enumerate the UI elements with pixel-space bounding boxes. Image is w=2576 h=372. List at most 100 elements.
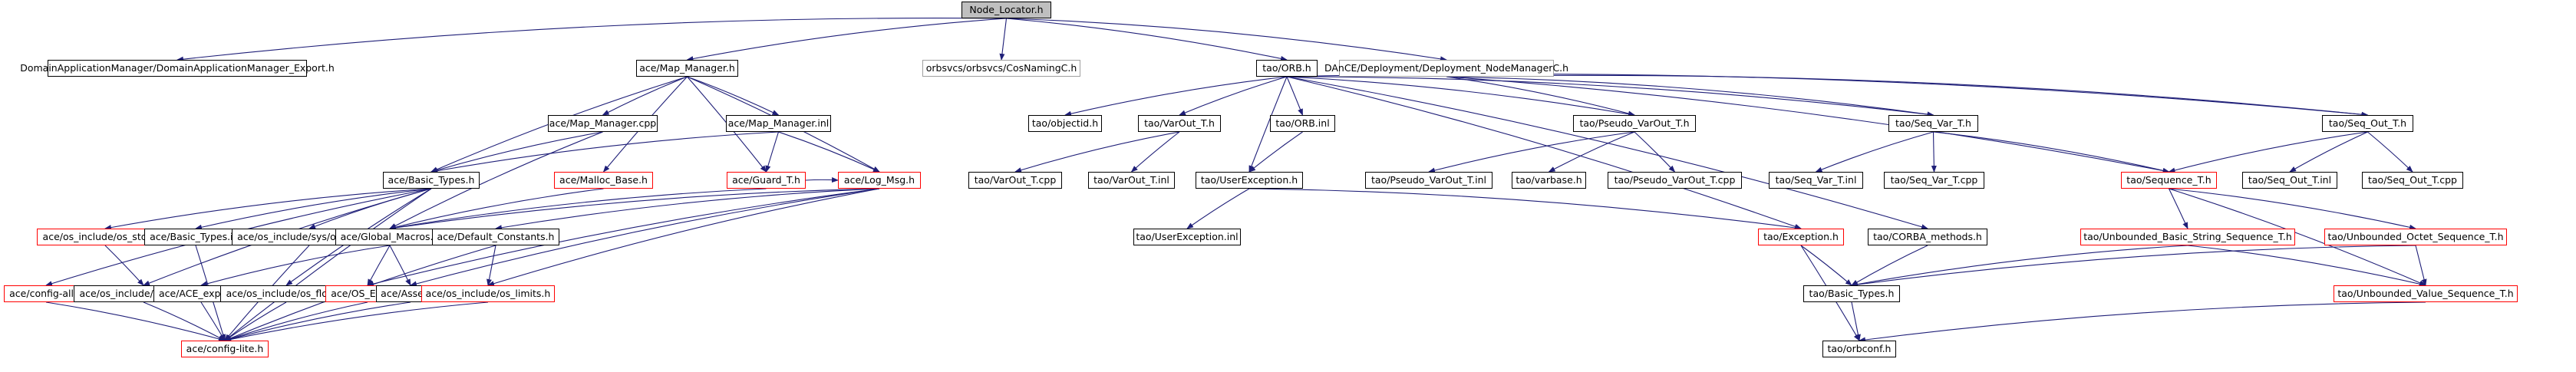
graph-node-label: ace/os_include/os_float.h [226,287,347,299]
graph-edge [2367,131,2413,173]
graph-node[interactable]: ace/Global_Macros.h [335,229,444,245]
graph-node-label: tao/Seq_Var_T.cpp [1890,173,1978,186]
graph-node[interactable]: tao/Pseudo_VarOut_T.cpp [1608,172,1742,189]
graph-node[interactable]: tao/objectid.h [1028,115,1102,132]
graph-node[interactable]: tao/Seq_Var_T.h [1888,115,1978,132]
graph-node-label: DAnCE/Deployment/Deployment_NodeManagerC… [1324,61,1569,74]
graph-edge [45,301,226,342]
graph-node[interactable]: ace/Map_Manager.cpp [548,115,658,132]
graph-node[interactable]: tao/Seq_Var_T.inl [1769,172,1863,189]
graph-edge [1446,76,2170,173]
graph-edge [430,131,603,173]
graph-node-label: tao/orbconf.h [1827,342,1892,354]
graph-edge [2169,188,2188,229]
graph-edge [389,188,604,230]
graph-node[interactable]: ace/Guard_T.h [727,172,806,189]
graph-edge [2187,245,2426,287]
graph-edge [999,18,1008,61]
graph-node[interactable]: ace/os_include/os_stdlib.h [37,229,173,245]
graph-edge [195,188,432,230]
graph-node[interactable]: tao/UserException.h [1196,172,1303,189]
graph-node[interactable]: tao/Exception.h [1758,229,1844,245]
graph-edge [1248,188,1802,231]
graph-node[interactable]: tao/orbconf.h [1822,341,1896,357]
graph-node-label: tao/Seq_Out_T.cpp [2367,173,2457,186]
graph-edge [1014,131,1180,173]
graph-edge [104,188,432,231]
graph-node-label: tao/Seq_Out_T.inl [2248,173,2332,186]
graph-node-label: tao/VarOut_T.inl [1093,173,1169,186]
graph-edge [778,131,880,173]
graph-edge [1446,76,1934,117]
graph-node[interactable]: ace/Default_Constants.h [432,229,559,245]
graph-edge [1064,76,1288,117]
graph-node-label: tao/Exception.h [1763,230,1839,242]
graph-node-label: ace/Global_Macros.h [340,230,440,242]
graph-node[interactable]: tao/Unbounded_Value_Sequence_T.h [2334,285,2518,302]
graph-node[interactable]: ace/Map_Manager.h [636,60,738,77]
graph-edge [224,188,432,341]
graph-edge [1186,188,1250,229]
graph-node[interactable]: ace/Malloc_Base.h [554,172,653,189]
graph-edge [104,245,144,286]
graph-node-label: ace/Map_Manager.h [639,61,735,74]
graph-node-label: ace/os_include/os_stdlib.h [42,230,168,242]
graph-node[interactable]: DomainApplicationManager/DomainApplicati… [20,60,335,77]
graph-node[interactable]: tao/Unbounded_Octet_Sequence_T.h [2324,229,2507,245]
graph-node[interactable]: ace/Basic_Types.h [383,172,480,189]
graph-node[interactable]: tao/CORBA_methods.h [1868,229,1987,245]
graph-edge [1634,131,1676,173]
graph-node-label: ace/Log_Msg.h [843,173,915,186]
graph-edge [389,188,880,231]
graph-edge [367,245,391,286]
graph-node[interactable]: tao/Pseudo_VarOut_T.inl [1365,172,1492,189]
graph-edge [2169,188,2426,286]
graph-edge [765,131,780,173]
graph-edge [2169,188,2416,230]
graph-node[interactable]: ace/Basic_Types.inl [144,229,247,245]
graph-edge [1286,73,2369,117]
graph-node[interactable]: tao/Unbounded_Basic_String_Sequence_T.h [2080,229,2295,245]
graph-node-label: tao/Seq_Out_T.h [2328,117,2407,129]
graph-node[interactable]: tao/Seq_Out_T.inl [2242,172,2337,189]
graph-edge [410,188,880,287]
graph-node[interactable]: tao/ORB.inl [1270,115,1335,132]
graph-node[interactable]: ace/os_include/os_float.h [220,285,352,302]
graph-node[interactable]: Node_Locator.h [961,2,1051,18]
graph-node-label: tao/Seq_Var_T.inl [1775,173,1857,186]
graph-edge [1286,76,1802,229]
graph-node[interactable]: tao/Pseudo_VarOut_T.h [1573,115,1696,132]
graph-node[interactable]: tao/varbase.h [1512,172,1586,189]
graph-node[interactable]: tao/VarOut_T.cpp [968,172,1062,189]
graph-node-label: ace/Basic_Types.h [388,173,475,186]
graph-node[interactable]: tao/Seq_Out_T.h [2322,115,2413,132]
graph-node[interactable]: ace/config-lite.h [181,341,269,357]
graph-edge [687,76,780,116]
graph-node[interactable]: tao/UserException.inl [1133,229,1241,245]
graph-edge [487,245,496,286]
graph-edge [1446,76,1635,117]
graph-node[interactable]: orbsvcs/orbsvcs/CosNamingC.h [922,60,1080,77]
graph-node[interactable]: tao/Basic_Types.h [1803,285,1900,302]
graph-node[interactable]: tao/ORB.h [1256,60,1318,77]
graph-node-label: ace/config-all.h [9,287,83,299]
graph-node[interactable]: ace/Log_Msg.h [838,172,921,189]
graph-node[interactable]: ace/Map_Manager.inl [726,115,831,132]
graph-node[interactable]: ace/os_include/os_limits.h [421,285,555,302]
graph-node[interactable]: tao/VarOut_T.inl [1088,172,1175,189]
graph-edge [805,177,839,183]
graph-node[interactable]: tao/Seq_Var_T.cpp [1884,172,1984,189]
graph-edge [1248,131,1303,173]
graph-edge [2415,245,2427,286]
graph-node-label: tao/Sequence_T.h [2126,173,2212,186]
graph-edge [224,301,411,342]
graph-node[interactable]: tao/Seq_Out_T.cpp [2362,172,2463,189]
graph-node[interactable]: tao/VarOut_T.h [1138,115,1221,132]
graph-node-label: tao/Unbounded_Value_Sequence_T.h [2337,287,2514,299]
graph-node-label: tao/objectid.h [1031,117,1099,129]
graph-node[interactable]: tao/Sequence_T.h [2121,172,2217,189]
graph-node[interactable]: ace/config-all.h [4,285,88,302]
graph-edge [224,301,368,341]
graph-node-label: tao/Unbounded_Octet_Sequence_T.h [2327,230,2504,242]
graph-node[interactable]: DAnCE/Deployment/Deployment_NodeManagerC… [1324,60,1568,77]
